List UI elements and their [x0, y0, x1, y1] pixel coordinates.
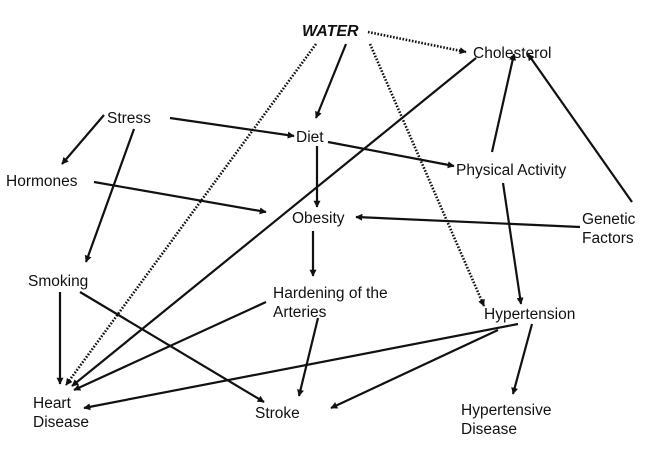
arrow-cholesterol-to-heart-disease — [71, 57, 477, 387]
arrow-hardening-arteries-to-heart-disease — [73, 301, 267, 391]
arrow-hypertension-to-hypertensive-disease — [511, 323, 534, 395]
node-diet-line-0: Diet — [296, 129, 324, 146]
arrow-stress-to-smoking — [84, 128, 136, 263]
arrow-genetic-factors-to-cholesterol — [527, 53, 633, 203]
arrow-hypertension-to-stroke — [330, 329, 499, 409]
node-stroke-line-0: Stroke — [255, 405, 300, 422]
node-hypertensive-disease-line-1: Disease — [461, 421, 517, 438]
node-stress-line-0: Stress — [107, 110, 151, 127]
arrow-water-to-diet — [314, 43, 348, 119]
node-cholesterol: Cholesterol — [473, 45, 551, 62]
node-physical-activity-line-0: Physical Activity — [456, 162, 567, 179]
node-hypertension-line-0: Hypertension — [484, 306, 575, 323]
arrow-water-to-hypertension — [368, 43, 486, 307]
node-hardening-arteries-line-1: Arteries — [273, 304, 327, 321]
node-hormones: Hormones — [6, 173, 78, 190]
arrow-diet-to-physical-activity — [327, 140, 455, 169]
node-stress: Stress — [107, 110, 151, 127]
node-water-line-0: WATER — [302, 23, 359, 40]
node-water: WATER — [302, 23, 359, 40]
node-hypertensive-disease-line-0: Hypertensive — [461, 402, 551, 419]
node-physical-activity: Physical Activity — [456, 162, 567, 179]
node-diet: Diet — [296, 129, 324, 146]
node-hypertension: Hypertension — [484, 306, 575, 323]
node-smoking-line-0: Smoking — [28, 273, 88, 290]
arrow-water-to-heart-disease — [64, 43, 318, 386]
edges-layer — [56, 30, 633, 411]
node-stroke: Stroke — [255, 405, 300, 422]
node-smoking: Smoking — [28, 273, 88, 290]
arrow-physical-activity-to-cholesterol — [490, 53, 517, 153]
node-obesity-line-0: Obesity — [292, 210, 345, 227]
arrow-hormones-to-obesity — [93, 180, 267, 215]
node-genetic-factors-line-1: Factors — [582, 230, 634, 247]
arrow-genetic-factors-to-obesity — [355, 213, 581, 229]
node-hormones-line-0: Hormones — [6, 173, 78, 190]
arrow-water-to-cholesterol — [367, 30, 467, 55]
node-genetic-factors-line-0: Genetic — [582, 211, 636, 228]
arrow-stress-to-diet — [169, 116, 295, 139]
arrow-hypertension-to-heart-disease — [83, 322, 519, 411]
node-obesity: Obesity — [292, 210, 345, 227]
arrow-stress-to-hormones — [61, 114, 105, 165]
arrow-smoking-to-stroke — [79, 291, 265, 403]
node-hardening-arteries-line-0: Hardening of the — [273, 285, 388, 302]
arrow-physical-activity-to-hypertension — [501, 182, 524, 305]
node-heart-disease-line-1: Disease — [33, 414, 89, 431]
node-cholesterol-line-0: Cholesterol — [473, 45, 551, 62]
arrow-hardening-arteries-to-stroke — [297, 317, 320, 397]
node-heart-disease-line-0: Heart — [33, 395, 72, 412]
